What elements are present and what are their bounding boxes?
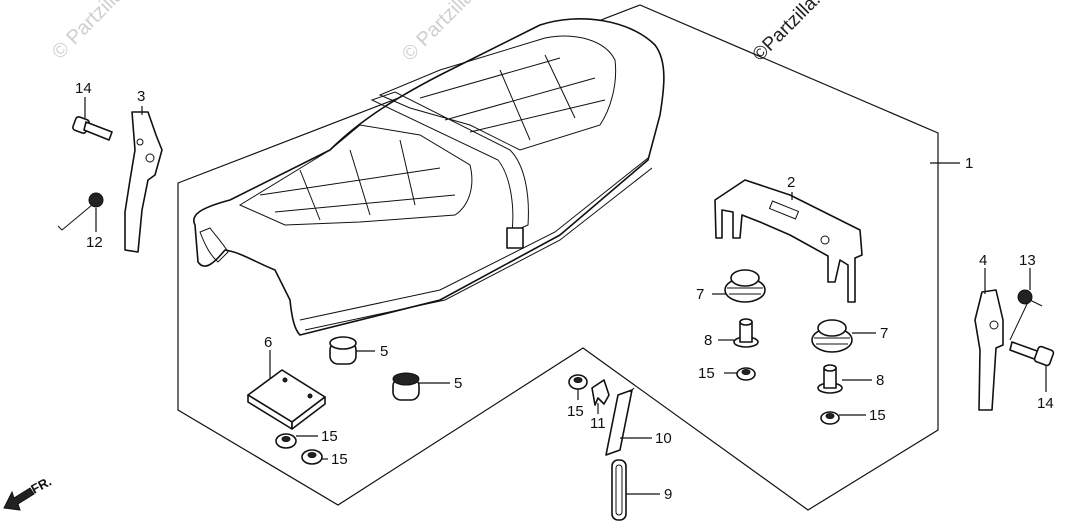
bolt-left <box>72 116 113 141</box>
callout-9: 9 <box>664 486 672 503</box>
callout-10: 10 <box>655 430 672 447</box>
nut-bracket-upper <box>736 367 756 381</box>
bracket-slot <box>768 200 800 220</box>
seat-rear-quilting <box>419 54 606 141</box>
seat-front-quilting <box>259 139 456 221</box>
collar-upper <box>733 318 759 348</box>
callout-11: 11 <box>590 415 606 432</box>
seat-front-hollow <box>199 227 229 263</box>
callout-14-right: 14 <box>1037 395 1054 412</box>
callout-12: 12 <box>86 234 103 251</box>
front-arrow-icon <box>3 487 35 511</box>
callout-2: 2 <box>787 174 795 191</box>
callout-15-bracket-lower: 15 <box>869 407 886 424</box>
watermark-main: ©Partzilla.com <box>749 0 851 66</box>
seat-hinge-right <box>974 289 1004 411</box>
callout-15-plate-lower: 15 <box>331 451 348 468</box>
seat-strap-buckle <box>506 227 524 249</box>
callout-8-lower: 8 <box>876 372 884 389</box>
collar-lower <box>817 364 843 394</box>
seat-belt <box>611 459 627 521</box>
nut-bracket-lower <box>820 411 840 425</box>
seat-strap <box>370 91 529 233</box>
watermark-faint-2: © Partzilla <box>398 0 479 66</box>
spring-left <box>57 192 104 231</box>
callout-15-bracket-upper: 15 <box>698 365 715 382</box>
rubber-cushion-upper <box>724 269 766 303</box>
nut-plate-upper <box>275 433 297 449</box>
seat-damper-upper <box>329 336 357 365</box>
callout-8-upper: 8 <box>704 332 712 349</box>
seat-plate <box>247 369 326 430</box>
callout-5-upper: 5 <box>380 343 388 360</box>
seat-assembly <box>193 18 665 336</box>
nut-plate-lower <box>301 449 323 465</box>
seat-damper-lower <box>392 372 420 401</box>
rubber-cushion-lower <box>811 319 853 353</box>
seat-front-pad <box>238 124 473 226</box>
callout-6: 6 <box>264 334 272 351</box>
callout-7-lower: 7 <box>880 325 888 342</box>
nut-strap <box>568 374 588 390</box>
callout-15-strap: 15 <box>567 403 584 420</box>
seat-bracket <box>714 179 863 303</box>
bracket-hole <box>820 235 830 245</box>
bolt-right <box>1009 341 1055 367</box>
leader-lines <box>84 97 1047 495</box>
callout-4: 4 <box>979 252 987 269</box>
callout-1: 1 <box>965 155 973 172</box>
seat-rear-pad <box>378 35 617 151</box>
seat-hinge-left <box>124 111 163 253</box>
callout-labels: 1 2 3 4 5 5 6 7 7 8 8 9 10 11 12 13 14 1… <box>75 80 1054 503</box>
callout-3: 3 <box>137 88 145 105</box>
spring-right <box>1009 289 1043 341</box>
front-direction-indicator: FR. <box>3 474 54 511</box>
callout-5-lower: 5 <box>454 375 462 392</box>
seat-outline <box>193 18 665 336</box>
callout-13: 13 <box>1019 252 1036 269</box>
bracket-body <box>714 179 863 303</box>
callout-14-left: 14 <box>75 80 92 97</box>
watermark-faint-1: © Partzilla <box>48 0 129 64</box>
seat-piping <box>299 157 653 331</box>
seat-strap-part <box>605 387 635 456</box>
strap-clip <box>591 379 610 406</box>
assembly-boundary <box>177 4 939 511</box>
callout-15-plate-upper: 15 <box>321 428 338 445</box>
callout-7-upper: 7 <box>696 286 704 303</box>
